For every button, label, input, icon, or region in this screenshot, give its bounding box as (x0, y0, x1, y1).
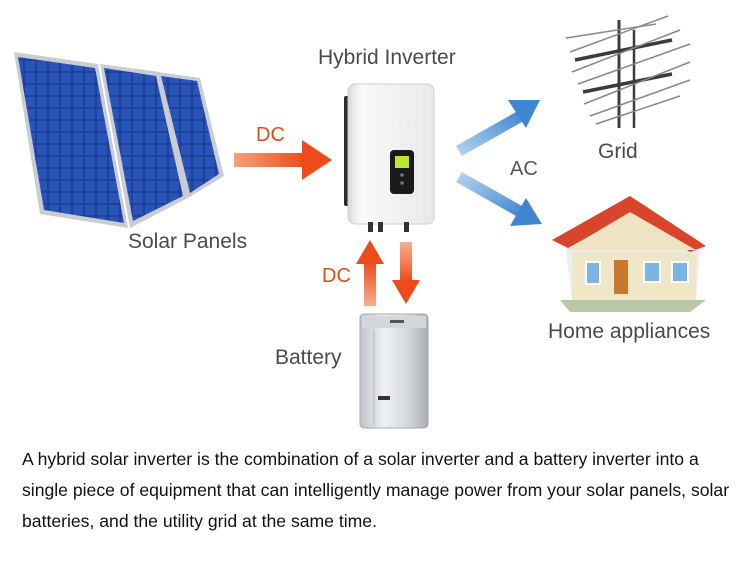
solar-panel-icon (14, 52, 224, 228)
dc-arrow-down (392, 242, 420, 304)
grid-label: Grid (598, 140, 638, 164)
caption-text: A hybrid solar inverter is the combinati… (22, 444, 738, 537)
inverter-icon (344, 84, 434, 232)
home-appliances-label: Home appliances (548, 320, 710, 344)
solar-panels-label: Solar Panels (128, 230, 247, 254)
ac-arrow-to-grid (456, 100, 540, 156)
house-icon (552, 196, 706, 312)
power-pylon-icon (566, 16, 690, 128)
dc-label-bottom: DC (322, 265, 351, 288)
hybrid-inverter-label: Hybrid Inverter (318, 46, 456, 70)
ac-label: AC (510, 158, 538, 181)
dc-arrow-up (356, 240, 384, 306)
dc-label-top: DC (256, 124, 285, 147)
battery-label: Battery (275, 346, 342, 370)
battery-icon (360, 314, 428, 428)
